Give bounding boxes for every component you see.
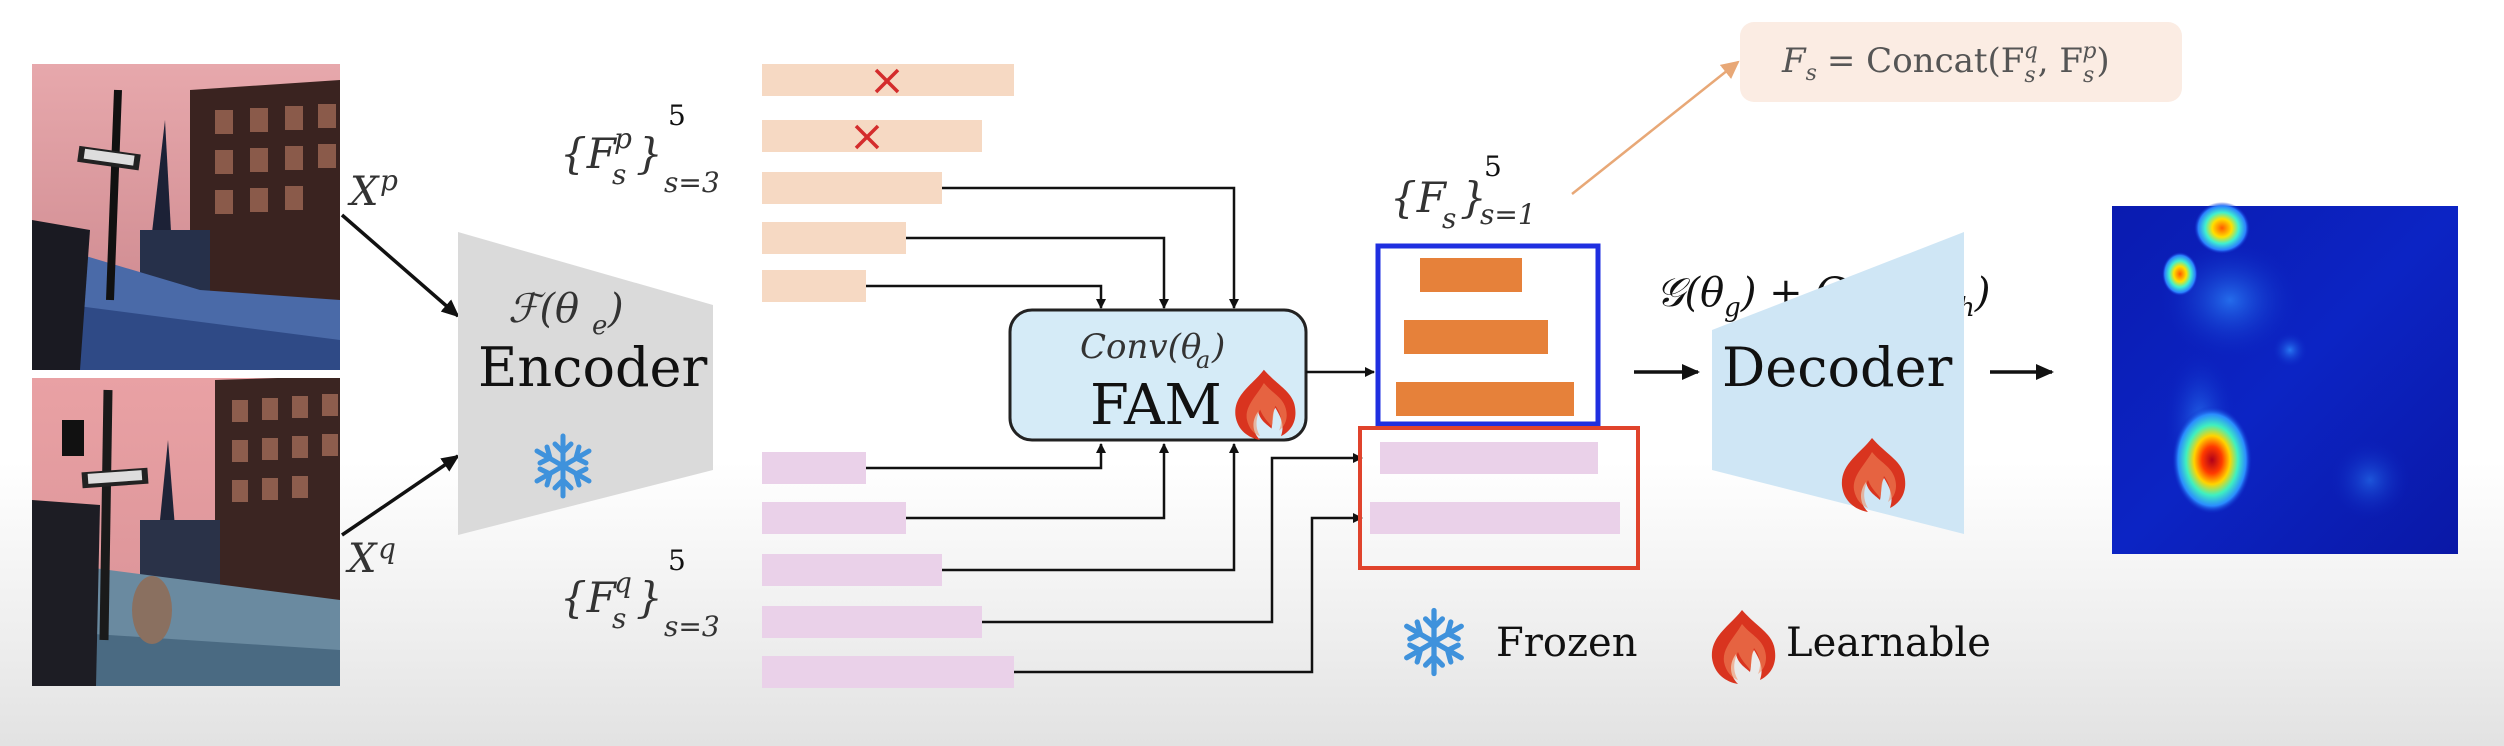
fused-bar-1 [1420, 258, 1522, 292]
p-feature-bar-3 [762, 172, 942, 204]
fam-conv-close: ) [1211, 327, 1225, 367]
fused-bar-3 [1396, 382, 1574, 416]
fused-features-sub-s: s [1442, 202, 1456, 235]
input-q-superscript: q [378, 532, 396, 565]
p-features-close: } [636, 129, 663, 178]
q-connectors [866, 443, 1239, 572]
p-features-sub-s: s [612, 158, 626, 191]
input-p-label: X [347, 169, 380, 215]
concat-formula: Fs= Concat(Fsq, Fsp) [1781, 39, 2110, 88]
fused-features-box [1375, 243, 1601, 427]
cross-icon-1 [874, 68, 900, 94]
p-feature-bar-2 [762, 120, 982, 152]
fam-block [1008, 308, 1308, 442]
fused-bar-2 [1404, 320, 1548, 354]
p-features-label: {F [560, 129, 618, 178]
fused-features-sub-range: s=1 [1480, 198, 1536, 231]
arrow-xp-to-encoder [340, 213, 460, 318]
p-connectors [866, 186, 1239, 309]
legend-flame-icon [1711, 610, 1776, 684]
q-feature-bar-2 [762, 502, 906, 534]
fam-title: FAM [1090, 373, 1222, 438]
encoder-title: Encoder [478, 336, 707, 399]
input-image-p [32, 64, 340, 370]
p-features-sup: p [614, 122, 632, 155]
arrow-to-concat-formula [1571, 60, 1740, 195]
output-heatmap [2112, 202, 2458, 554]
decoder-block [1712, 232, 1964, 534]
q-feature-bar-3 [762, 554, 942, 586]
fused-features-sup-range: 5 [1484, 150, 1502, 183]
q-feature-bar-5 [762, 656, 1014, 688]
decoder-title: Decoder [1722, 336, 1953, 399]
p-feature-bar-5 [762, 270, 866, 302]
q-feature-bar-1 [762, 452, 866, 484]
encoder-function: ℱ(θ [508, 286, 579, 332]
q-skip-connectors [982, 453, 1363, 674]
fused-features-close: } [1460, 173, 1487, 222]
legend-snowflake-icon [1407, 611, 1462, 674]
legend-learnable-label: Learnable [1786, 620, 1991, 666]
legend-frozen-label: Frozen [1496, 620, 1637, 666]
fam-conv-label: Conv(θ [1080, 327, 1201, 367]
input-p-superscript: p [380, 164, 398, 197]
concat-formula-box [1740, 22, 2182, 102]
p-feature-bar-4 [762, 222, 906, 254]
fam-conv-subscript: a [1196, 346, 1210, 374]
cross-icon-2 [854, 124, 880, 150]
encoder-function-subscript: e [592, 311, 607, 341]
q-skip-bar-2 [1370, 502, 1620, 534]
q-features-sub-range: s=3 [664, 610, 720, 643]
q-feature-bar-4 [762, 606, 982, 638]
p-features-sub-range: s=3 [664, 166, 720, 199]
q-skip-features-box [1358, 426, 1640, 570]
q-skip-bar-1 [1380, 442, 1598, 474]
p-features-sup-range: 5 [668, 99, 686, 132]
q-features-sup: q [614, 566, 632, 599]
q-features-label: {F [560, 573, 618, 622]
arrow-xq-to-encoder [341, 454, 460, 537]
input-image-q [32, 378, 340, 686]
q-features-sup-range: 5 [668, 544, 686, 577]
encoder-block [458, 232, 713, 535]
encoder-function-close: ) [607, 286, 624, 332]
q-features-close: } [636, 573, 663, 622]
q-features-sub-s: s [612, 602, 626, 635]
fused-features-label: {F [1390, 173, 1448, 222]
input-q-label: X [345, 536, 378, 582]
